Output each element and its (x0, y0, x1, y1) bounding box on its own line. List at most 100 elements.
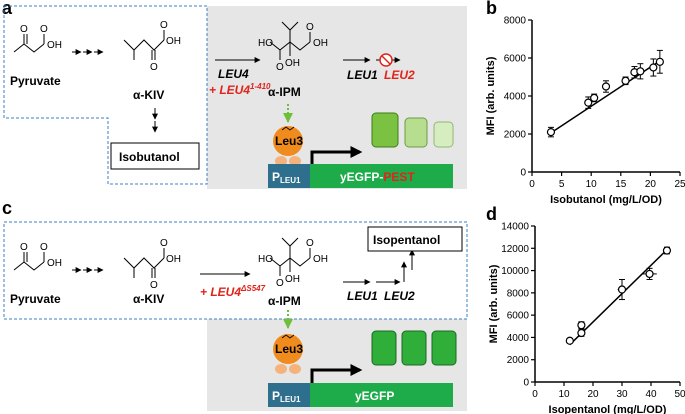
svg-text:O: O (160, 238, 168, 249)
panel-letter-a: a (2, 0, 13, 18)
isobutanol-box (110, 142, 200, 170)
leu4-label: LEU4 (218, 67, 249, 81)
isopentanol-label: Isopentanol (373, 233, 440, 247)
gfp-icon (371, 112, 454, 148)
data-point (546, 128, 556, 137)
leu1-label: LEU1 (347, 68, 378, 82)
data-point (565, 336, 574, 345)
data-point (590, 93, 599, 103)
ipm-label: α-IPM (268, 85, 301, 99)
y-tick-label: 6000 (507, 311, 530, 322)
data-point (655, 57, 664, 66)
leu4-truncated-label: + LEU41-410 (209, 82, 271, 97)
y-tick-label: 8000 (507, 288, 530, 299)
svg-text:OH: OH (166, 254, 181, 265)
transcription-arrow-c (310, 364, 363, 383)
svg-text:OH: OH (166, 36, 181, 47)
data-point (577, 328, 586, 338)
y-tick-label: 0 (523, 378, 529, 389)
pyruvate-structure-c (13, 252, 45, 271)
data-point (577, 321, 586, 330)
leu4-mutant-label: + LEU4ΔS547 (200, 284, 266, 299)
y-tick-label: 6000 (504, 54, 527, 65)
svg-text:O: O (306, 22, 314, 33)
svg-text:HO: HO (258, 38, 273, 49)
data-point (636, 67, 645, 76)
dashed-pathway-border-c (3, 221, 468, 320)
x-axis-label: Isopentanol (mg/L/OD) (549, 404, 667, 414)
leu2-label: LEU2 (384, 68, 415, 82)
fit-line (569, 247, 669, 346)
reporter-box-c (310, 383, 453, 407)
x-tick-label: 40 (645, 389, 657, 400)
promoter-label-c: PLEU1 (272, 389, 301, 404)
y-tick-label: 4000 (507, 333, 530, 344)
data-point (649, 63, 658, 72)
svg-text:OH: OH (285, 58, 300, 69)
y-tick-label: 14000 (501, 222, 529, 233)
reporter-label: yEGFP-PEST (340, 170, 415, 184)
x-tick-label: 10 (558, 389, 570, 400)
data-point (662, 246, 672, 255)
y-axis-label: MFI (arb. units) (485, 56, 497, 135)
panel-letter-d: d (486, 204, 497, 224)
blocked-icon (379, 53, 393, 67)
svg-text:O: O (160, 20, 168, 31)
y-tick-label: 10000 (501, 266, 529, 277)
svg-text:O: O (20, 242, 28, 253)
ipm-structure (269, 21, 311, 60)
data-point (645, 269, 654, 279)
promoter-box-c (268, 383, 310, 407)
x-axis-label: Isobutanol (mg/L/OD) (550, 194, 662, 206)
kiv-label: α-KIV (133, 88, 164, 102)
svg-text:O: O (306, 238, 314, 249)
y-tick-label: 2000 (507, 355, 530, 366)
data-point (601, 82, 611, 91)
x-tick-label: 20 (645, 179, 657, 190)
svg-text:O: O (40, 242, 48, 253)
svg-text:O: O (276, 278, 284, 289)
x-tick-label: 5 (559, 179, 565, 190)
dashed-pathway-border (3, 5, 208, 185)
reporter-label-c: yEGFP (355, 389, 394, 403)
panel-a: a O OH O Pyruvate O OH O α-KIV (2, 0, 467, 189)
x-tick-label: 0 (532, 389, 538, 400)
reporter-box (310, 164, 453, 188)
kiv-structure (123, 30, 165, 60)
promoter-label: PLEU1 (272, 170, 301, 185)
svg-text:HO: HO (258, 254, 273, 265)
pyruvate-label: Pyruvate (10, 74, 61, 88)
leu3-label-c: Leu3 (275, 342, 303, 356)
ipm-label-c: α-IPM (268, 294, 301, 308)
ipm-structure-c (269, 237, 311, 276)
kiv-structure-c (123, 248, 165, 278)
svg-text:O: O (150, 280, 158, 291)
panel-c: c O OH O Pyruvate O OH O α-KIV (2, 198, 468, 411)
kiv-label-c: α-KIV (133, 292, 164, 306)
svg-text:OH: OH (313, 38, 328, 49)
y-axis-label: MFI (arb. units) (488, 264, 500, 343)
leu2-label-c: LEU2 (384, 289, 415, 303)
gray-background (207, 6, 467, 189)
transcription-arrow (310, 146, 363, 164)
y-tick-label: 8000 (504, 16, 527, 27)
leu3-protein-c (273, 334, 303, 374)
gfp-icon-c (371, 330, 457, 366)
isopentanol-box (367, 226, 463, 252)
x-tick-label: 30 (616, 389, 628, 400)
y-tick-label: 4000 (504, 92, 527, 103)
x-tick-label: 10 (586, 179, 598, 190)
svg-text:O: O (20, 24, 28, 35)
pyruvate-label-c: Pyruvate (10, 292, 61, 306)
y-tick-label: 0 (520, 168, 526, 179)
pyruvate-structure (13, 34, 45, 53)
y-tick-label: 12000 (501, 244, 529, 255)
svg-text:OH: OH (313, 254, 328, 265)
svg-text:O: O (40, 24, 48, 35)
svg-text:O: O (150, 62, 158, 73)
leu3-protein (273, 126, 303, 166)
x-tick-label: 25 (674, 179, 685, 190)
x-tick-label: 20 (587, 389, 599, 400)
svg-text:OH: OH (47, 258, 62, 269)
